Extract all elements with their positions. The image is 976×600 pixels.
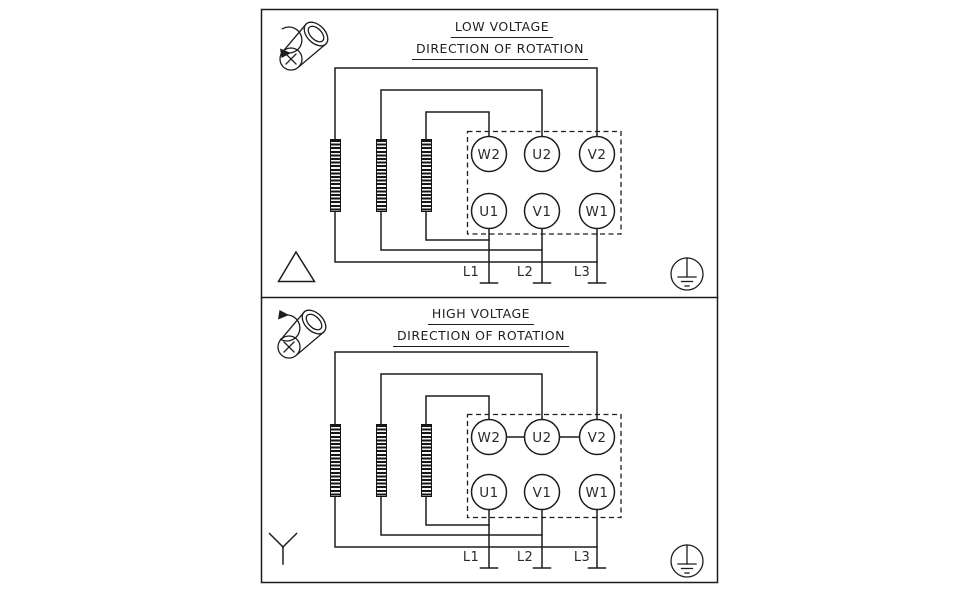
terminal-v1 — [523, 473, 561, 511]
lead-l2-label: L2 — [517, 550, 533, 565]
terminal-v2 — [578, 135, 616, 173]
terminal-v1-label: V1 — [533, 204, 552, 220]
terminal-u1-label: U1 — [479, 204, 498, 220]
wire-w2-loop — [425, 395, 490, 526]
lead-l2 — [532, 227, 552, 284]
wire-v2-to-w1 — [334, 67, 598, 263]
rotation-arrow-head — [278, 310, 289, 320]
terminal-u1 — [470, 473, 508, 511]
motor-body-end — [301, 309, 327, 335]
motor-side-line — [295, 330, 325, 356]
shaft-cross-mark — [285, 53, 297, 65]
lead-l1-label: L1 — [463, 265, 479, 280]
terminal-w2-label: W2 — [478, 147, 501, 163]
terminal-w2 — [470, 135, 508, 173]
frame — [260, 8, 719, 584]
lead-l3-label: L3 — [574, 265, 590, 280]
jumper-bar-icon — [420, 424, 432, 497]
motor-rotation-icon — [279, 21, 329, 71]
jumper-bar-icon — [375, 139, 387, 212]
motor-rotation-icon — [277, 309, 327, 359]
wye-arm — [281, 532, 298, 549]
terminal-u2-label: U2 — [532, 430, 551, 446]
high-voltage-title: HIGH VOLTAGE — [427, 306, 535, 325]
motor-side-line — [280, 311, 306, 341]
terminal-w1 — [578, 473, 616, 511]
high-voltage-section: W2 U2 V2 U1 V1 W1 L1 L2 L3 — [268, 309, 704, 578]
terminal-block-outline — [466, 413, 622, 519]
terminal-u2 — [523, 135, 561, 173]
terminal-u1 — [470, 192, 508, 230]
jumper-bar-icon — [329, 424, 341, 497]
diagram-border — [260, 8, 719, 584]
terminal-u1-label: U1 — [479, 485, 498, 501]
lead-l3 — [587, 227, 607, 284]
terminal-v2 — [578, 418, 616, 456]
shaft-cross-mark — [283, 341, 295, 353]
terminal-v1 — [523, 192, 561, 230]
lead-l3-label: L3 — [574, 550, 590, 565]
terminal-v2-label: V2 — [588, 147, 607, 163]
motor-side-line — [282, 23, 308, 53]
lead-l2-label: L2 — [517, 265, 533, 280]
high-voltage-subtitle: DIRECTION OF ROTATION — [393, 328, 569, 347]
delta-symbol-icon — [277, 250, 316, 283]
wire-u2-to-v1 — [380, 89, 543, 251]
wire-u2-loop — [380, 373, 543, 536]
jumper-bar-icon — [375, 424, 387, 497]
wire-w2-to-u1 — [425, 111, 490, 241]
low-voltage-section: W2 U2 V2 U1 V1 W1 L1 L2 L3 — [277, 21, 704, 291]
terminal-w2 — [470, 418, 508, 456]
motor-side-line — [297, 42, 327, 68]
rotation-arrow-head — [280, 48, 291, 58]
ground-symbol-icon — [670, 257, 704, 291]
terminal-u2 — [523, 418, 561, 456]
motor-body-rim — [307, 25, 325, 43]
terminal-w1 — [578, 192, 616, 230]
low-voltage-title: LOW VOLTAGE — [450, 19, 554, 38]
terminal-u2-label: U2 — [532, 147, 551, 163]
ground-symbol-icon — [670, 544, 704, 578]
jumper-bar-icon — [420, 139, 432, 212]
terminal-v1-label: V1 — [533, 485, 552, 501]
terminal-w2-label: W2 — [478, 430, 501, 446]
lead-l1 — [479, 508, 499, 569]
jumper-bar-icon — [329, 139, 341, 212]
terminal-block-outline — [466, 130, 622, 235]
terminal-w1-label: W1 — [586, 485, 609, 501]
lead-l2 — [532, 508, 552, 569]
wye-arm — [268, 532, 285, 549]
lead-l1 — [479, 227, 499, 284]
motor-body-end — [303, 21, 329, 47]
lead-l3 — [587, 508, 607, 569]
terminal-v2-label: V2 — [588, 430, 607, 446]
lead-l1-label: L1 — [463, 550, 479, 565]
motor-body-rim — [305, 313, 323, 331]
wire-v2-loop — [334, 351, 598, 548]
terminal-w1-label: W1 — [586, 204, 609, 220]
low-voltage-subtitle: DIRECTION OF ROTATION — [412, 41, 588, 60]
shaft-face — [279, 47, 303, 71]
wye-symbol-icon — [268, 532, 298, 565]
shaft-face — [277, 335, 301, 359]
